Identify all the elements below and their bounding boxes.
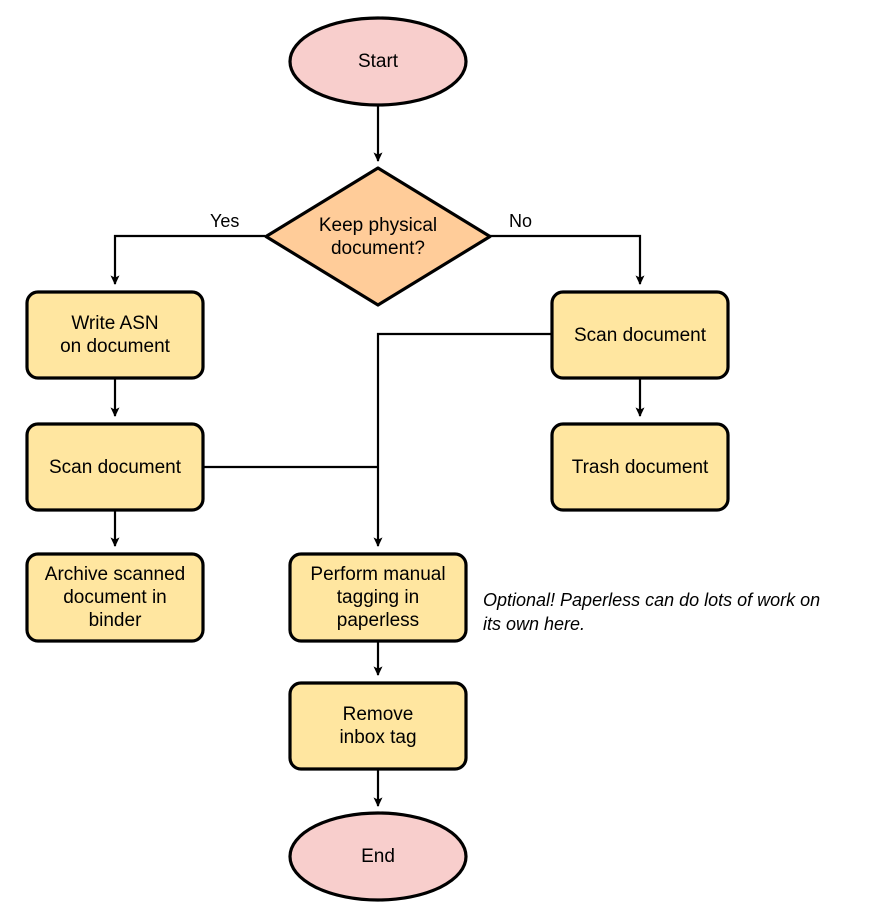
- node-archive-shape[interactable]: [25, 552, 205, 643]
- node-trash-shape[interactable]: [550, 422, 730, 512]
- node-end-shape[interactable]: [288, 811, 468, 902]
- node-write-asn-shape[interactable]: [25, 290, 205, 380]
- node-remove-inbox-shape[interactable]: [288, 681, 468, 771]
- edge-decision-yes-to-write-asn: [110, 234, 265, 285]
- edge-label-no: No: [509, 211, 533, 231]
- edge-scan-right-to-tagging: [373, 332, 551, 547]
- edge-label-yes: Yes: [210, 211, 240, 231]
- node-scan-right-shape[interactable]: [550, 290, 730, 380]
- node-scan-left-shape[interactable]: [25, 422, 205, 512]
- node-tagging-shape[interactable]: [288, 552, 468, 643]
- node-start-shape[interactable]: [288, 16, 468, 107]
- node-decision-shape[interactable]: [264, 166, 492, 307]
- annotation-optional-note: Optional! Paperless can do lots of work …: [483, 590, 821, 634]
- edge-decision-no-to-scan-right: [490, 234, 645, 285]
